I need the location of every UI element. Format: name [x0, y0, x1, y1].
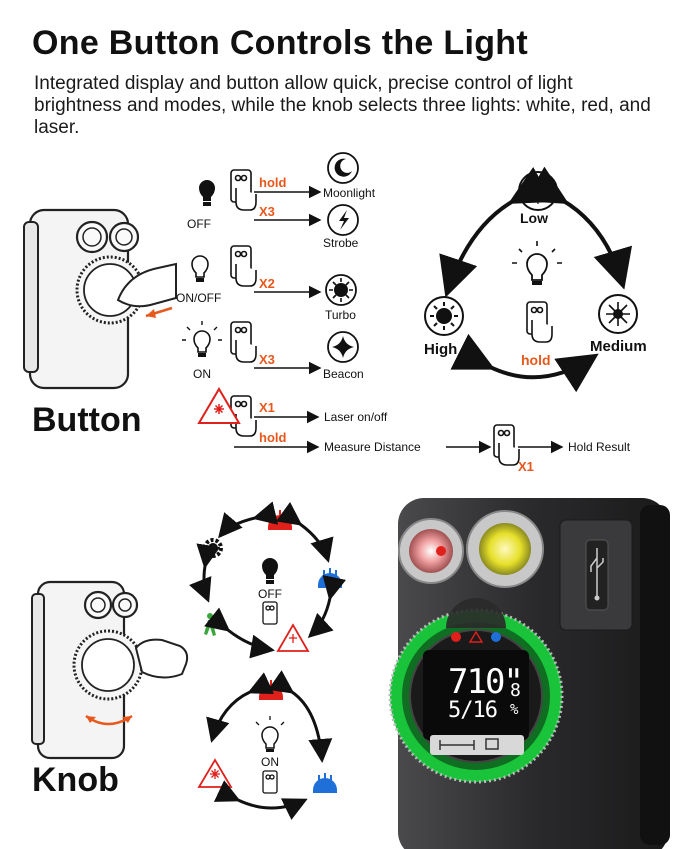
result-turbo: Turbo [325, 308, 356, 322]
result-laser-onoff: Laser on/off [324, 410, 388, 424]
display-distance-reading: 710" [448, 662, 524, 702]
cycle-medium-label: Medium [590, 338, 647, 355]
cycle-hold-label: hold [521, 352, 551, 368]
gesture-x1-hold-result: X1 [518, 459, 534, 474]
result-beacon: Beacon [323, 367, 364, 381]
result-measure-distance: Measure Distance [324, 440, 421, 454]
gesture-x1-laser: X1 [259, 400, 275, 415]
gesture-hold-measure: hold [259, 430, 287, 445]
press-icon-3 [230, 321, 257, 363]
display-screen [423, 598, 529, 755]
blue-light-icon-lower [313, 773, 337, 793]
medium-icon [598, 294, 638, 334]
moonlight-icon [327, 152, 359, 184]
result-strobe: Strobe [323, 236, 359, 250]
display-battery-digit: 8 [510, 680, 521, 701]
gesture-x3-beacon: X3 [259, 352, 275, 367]
button-section-label: Button [32, 401, 142, 439]
cycle-low-label: Low [520, 210, 548, 226]
display-secondary-reading: 5/16 [448, 698, 498, 723]
display-percent-sign: % [510, 702, 519, 718]
gesture-x2-turbo: X2 [259, 276, 275, 291]
gesture-x3-strobe: X3 [259, 204, 275, 219]
press-icon-2 [230, 245, 257, 287]
page-subtitle: Integrated display and button allow quic… [34, 73, 651, 138]
turbo-icon [325, 274, 357, 306]
cycle-high-label: High [424, 341, 458, 358]
laser-icon-upper [276, 623, 310, 652]
red-led-lens [398, 518, 464, 584]
knob-section-label: Knob [32, 761, 119, 799]
press-icon-1 [230, 169, 257, 211]
beacon-icon [327, 331, 359, 363]
state-on-label: ON [193, 367, 211, 381]
usb-icon [590, 548, 604, 601]
knob-upper-off-label: OFF [258, 587, 282, 601]
page-title: One Button Controls the Light [32, 24, 528, 62]
press-icon-5 [493, 424, 520, 466]
result-moonlight: Moonlight [323, 186, 376, 200]
gesture-hold-moonlight: hold [259, 175, 287, 190]
result-hold-result: Hold Result [568, 440, 631, 454]
laser-warning-icon [197, 387, 241, 424]
knob-upper-bulb-icon [262, 558, 278, 584]
white-led-lens [466, 510, 544, 588]
strobe-icon [327, 204, 359, 236]
state-off-label: OFF [187, 217, 211, 231]
knob-lower-on-label: ON [261, 755, 279, 769]
state-onoff-label: ON/OFF [176, 291, 222, 305]
